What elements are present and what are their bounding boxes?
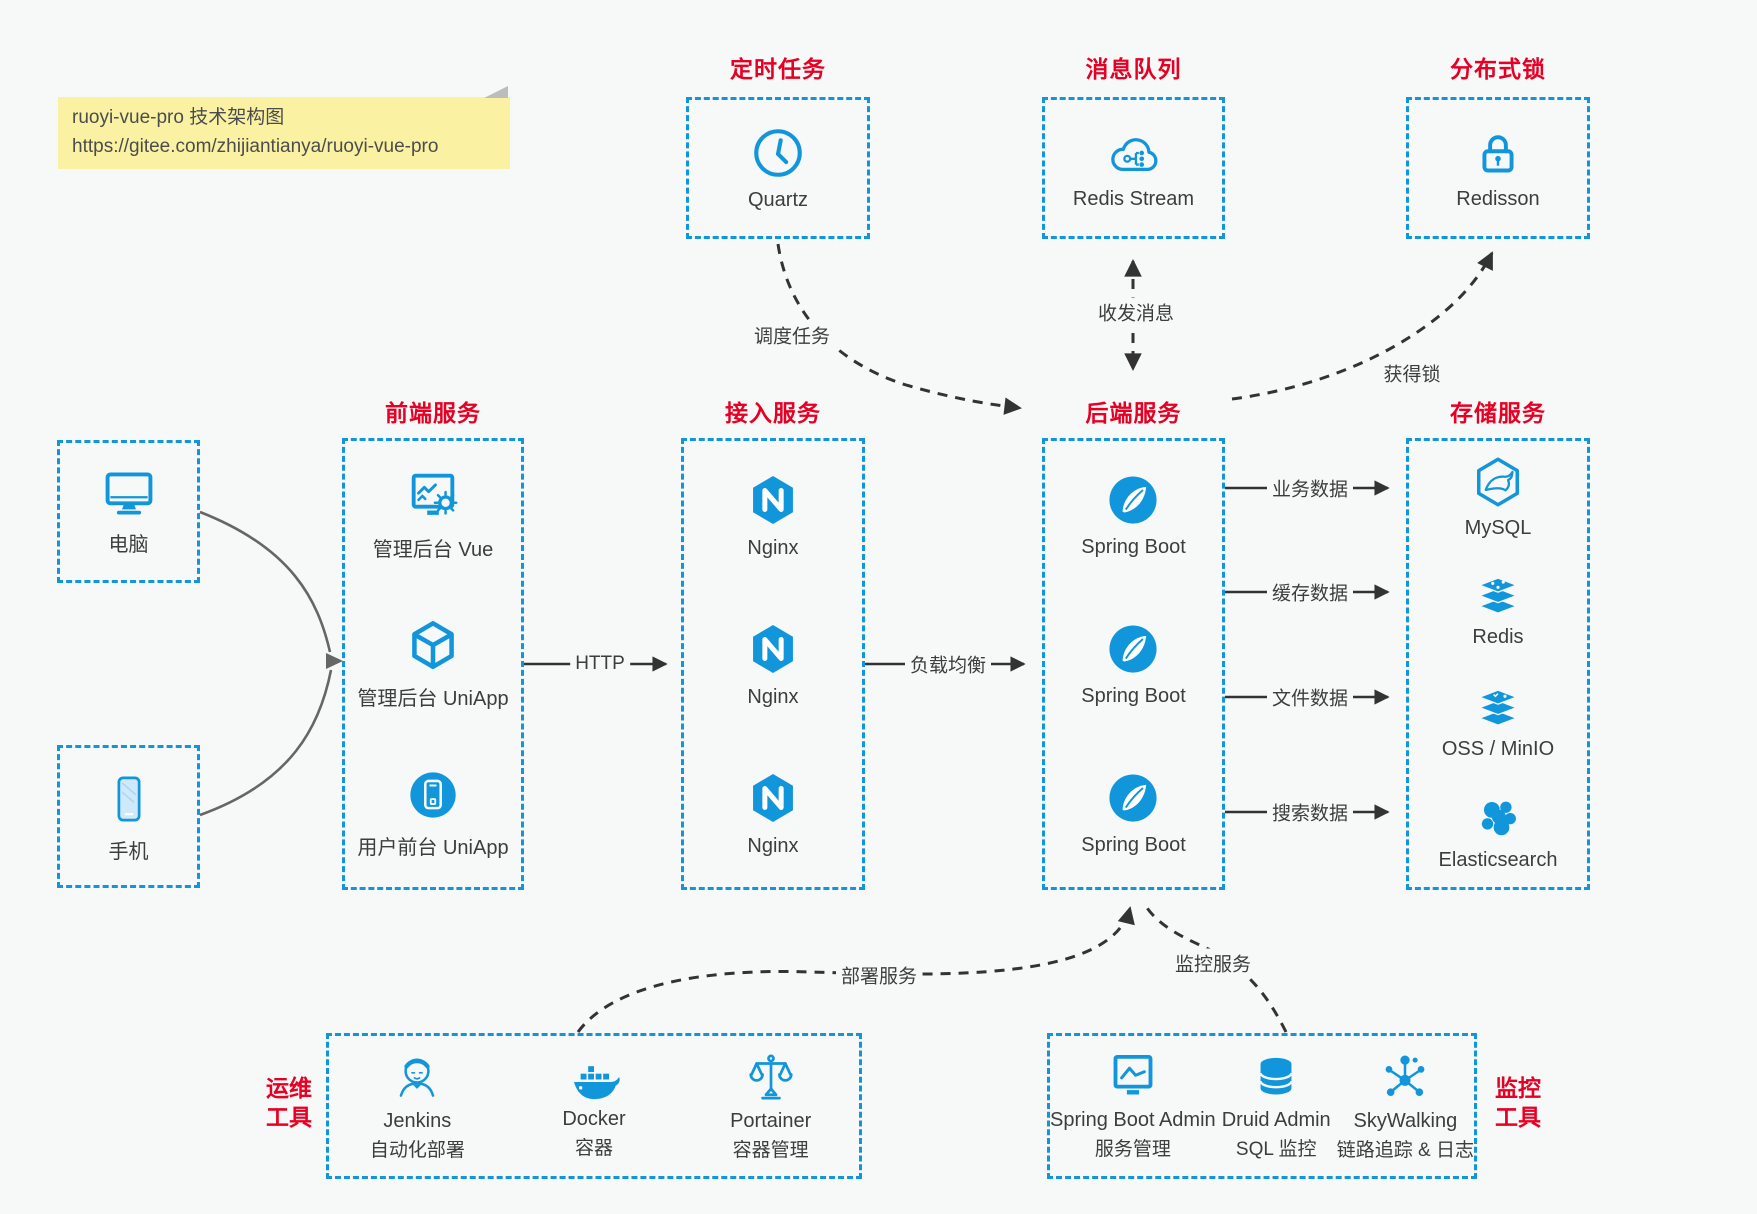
edge-schedule-task — [776, 243, 1022, 415]
tool-name: Docker — [562, 1108, 626, 1130]
item-label: 用户前台 UniApp — [357, 836, 509, 859]
item-label: 电脑 — [108, 533, 149, 556]
edge-label-deploy: 部署服务 — [835, 960, 923, 990]
jenkins-icon — [400, 1058, 435, 1097]
storage-box: MySQL Redis OSS / MinIO — [1406, 438, 1590, 890]
lock-icon — [1482, 135, 1514, 173]
section-title-backend: 后端服务 — [1085, 400, 1182, 426]
edge-label-cache-data: 缓存数据 — [1266, 577, 1354, 607]
docker-icon — [574, 1066, 620, 1100]
tool-name: Druid Admin — [1221, 1109, 1331, 1131]
sticky-note: ruoyi-vue-pro 技术架构图 https://gitee.com/zh… — [58, 86, 510, 169]
frontend-box: 管理后台 Vue 管理后台 UniApp 用户前台 UniApp — [342, 438, 524, 890]
spring-boot-icon — [1109, 476, 1158, 524]
item-label: Elasticsearch — [1438, 849, 1558, 872]
ops-tools-box: Jenkins 自动化部署 Docker 容器 — [326, 1033, 862, 1179]
edge-phone-to-frontend — [199, 669, 333, 817]
spring-boot-icon — [1109, 625, 1158, 673]
item-label: Nginx — [747, 686, 799, 708]
item-label: Quartz — [747, 189, 809, 211]
item-label: 手机 — [108, 840, 149, 863]
edge-label-business-data: 业务数据 — [1266, 473, 1354, 503]
note-title: ruoyi-vue-pro 技术架构图 — [72, 107, 285, 128]
edge-label-schedule: 调度任务 — [748, 320, 836, 350]
edge-acquire-lock — [1231, 251, 1494, 401]
ops-title-line1: 运维 — [266, 1075, 312, 1101]
redis-stream-box: Redis Stream — [1042, 97, 1225, 239]
computer-icon — [105, 471, 152, 514]
spring-boot-icon — [1109, 774, 1158, 822]
ops-title-line2: 工具 — [266, 1104, 312, 1130]
item-label: 管理后台 Vue — [372, 539, 494, 562]
tool-desc: SQL 监控 — [1235, 1139, 1317, 1160]
monitor-tools-box: Spring Boot Admin 服务管理 Druid Admin SQL 监… — [1047, 1033, 1477, 1179]
monitor-title-line1: 监控 — [1495, 1075, 1541, 1101]
phone-icon — [117, 776, 140, 821]
item-label: Spring Boot — [1081, 833, 1186, 856]
item-label: Spring Boot — [1081, 536, 1186, 559]
oss-minio-icon — [1470, 689, 1518, 726]
tool-desc: 服务管理 — [1094, 1139, 1171, 1160]
gateway-box: Nginx Nginx Nginx — [681, 438, 865, 890]
clock-icon — [754, 129, 802, 177]
edge-label-file-data: 文件数据 — [1266, 682, 1354, 712]
mysql-icon — [1477, 457, 1519, 507]
druid-icon — [1259, 1057, 1293, 1095]
tool-desc: 自动化部署 — [369, 1140, 465, 1161]
section-title-scheduled-task: 定时任务 — [730, 56, 826, 82]
item-label: Nginx — [747, 834, 799, 857]
item-label: Redis Stream — [1072, 188, 1195, 210]
section-title-ops-tools: 运维 工具 — [258, 1074, 320, 1132]
tool-desc: 容器管理 — [732, 1140, 809, 1161]
tool-desc: 容器 — [575, 1138, 614, 1159]
monitor-title-line2: 工具 — [1495, 1104, 1541, 1130]
tool-name: Portainer — [730, 1110, 812, 1132]
note-fold-corner — [484, 86, 508, 98]
cloud-stream-icon — [1110, 138, 1157, 172]
item-label: Redisson — [1456, 188, 1540, 210]
user-app-icon — [410, 772, 456, 818]
item-label: MySQL — [1464, 516, 1532, 539]
edge-computer-to-frontend — [199, 510, 332, 653]
redis-icon — [1478, 577, 1518, 615]
section-title-message-queue: 消息队列 — [1085, 56, 1182, 82]
section-title-gateway: 接入服务 — [725, 400, 821, 426]
tool-desc: 链路追踪 & 日志 — [1336, 1140, 1474, 1161]
computer-box: 电脑 — [57, 440, 200, 583]
skywalking-icon — [1385, 1055, 1425, 1096]
note-url: https://gitee.com/zhijiantianya/ruoyi-vu… — [72, 136, 439, 157]
edge-deploy-service — [576, 906, 1135, 1033]
edge-label-http: HTTP — [570, 652, 630, 676]
edge-label-load-balance: 负载均衡 — [904, 649, 992, 679]
fork-arrowhead — [326, 653, 343, 669]
nginx-icon — [753, 624, 793, 674]
edge-label-search-data: 搜索数据 — [1266, 797, 1354, 827]
tool-name: SkyWalking — [1353, 1110, 1458, 1132]
edge-label-monitor: 监控服务 — [1169, 948, 1257, 978]
item-label: OSS / MinIO — [1441, 737, 1555, 760]
item-label: Redis — [1472, 626, 1524, 649]
section-title-frontend: 前端服务 — [385, 400, 481, 426]
uniapp-cube-icon — [412, 621, 454, 670]
section-title-distributed-lock: 分布式锁 — [1450, 56, 1546, 82]
backend-box: Spring Boot Spring Boot Spring Boot — [1042, 438, 1225, 890]
phone-box: 手机 — [57, 745, 200, 888]
admin-vue-icon — [411, 474, 458, 516]
item-label: Nginx — [747, 537, 799, 560]
tool-name: Spring Boot Admin — [1050, 1109, 1216, 1131]
nginx-icon — [753, 476, 793, 525]
edge-label-message: 收发消息 — [1092, 297, 1180, 327]
edge-label-acquire-lock: 获得锁 — [1378, 358, 1446, 388]
elasticsearch-icon — [1481, 801, 1516, 836]
tool-name: Jenkins — [383, 1110, 452, 1132]
section-title-monitor-tools: 监控 工具 — [1487, 1074, 1549, 1132]
item-label: Spring Boot — [1081, 685, 1186, 707]
section-title-storage: 存储服务 — [1450, 400, 1546, 426]
portainer-icon — [749, 1054, 793, 1100]
redisson-box: Redisson — [1406, 97, 1590, 239]
spring-boot-admin-icon — [1113, 1054, 1153, 1095]
quartz-box: Quartz — [686, 97, 870, 239]
item-label: 管理后台 UniApp — [357, 688, 509, 710]
nginx-icon — [753, 773, 793, 822]
